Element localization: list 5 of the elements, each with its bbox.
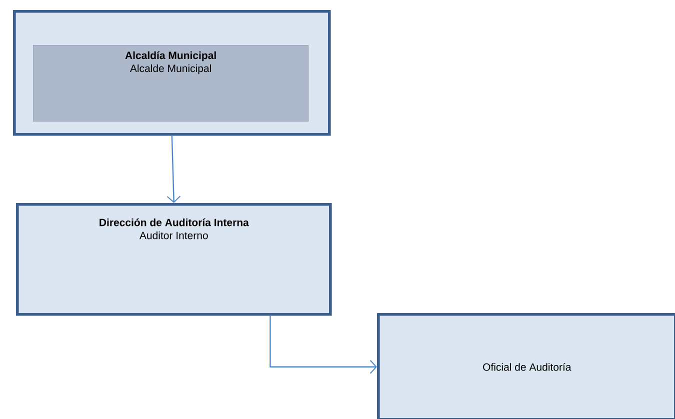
arrow [166, 136, 181, 203]
org-box: Dirección de Auditoría Interna Auditor Interno [16, 202, 332, 316]
arrow [270, 316, 377, 374]
org-box: Oficial de Auditoría [377, 312, 675, 419]
title-box: Alcaldía Municipal Alcalde Municipal [33, 45, 309, 122]
